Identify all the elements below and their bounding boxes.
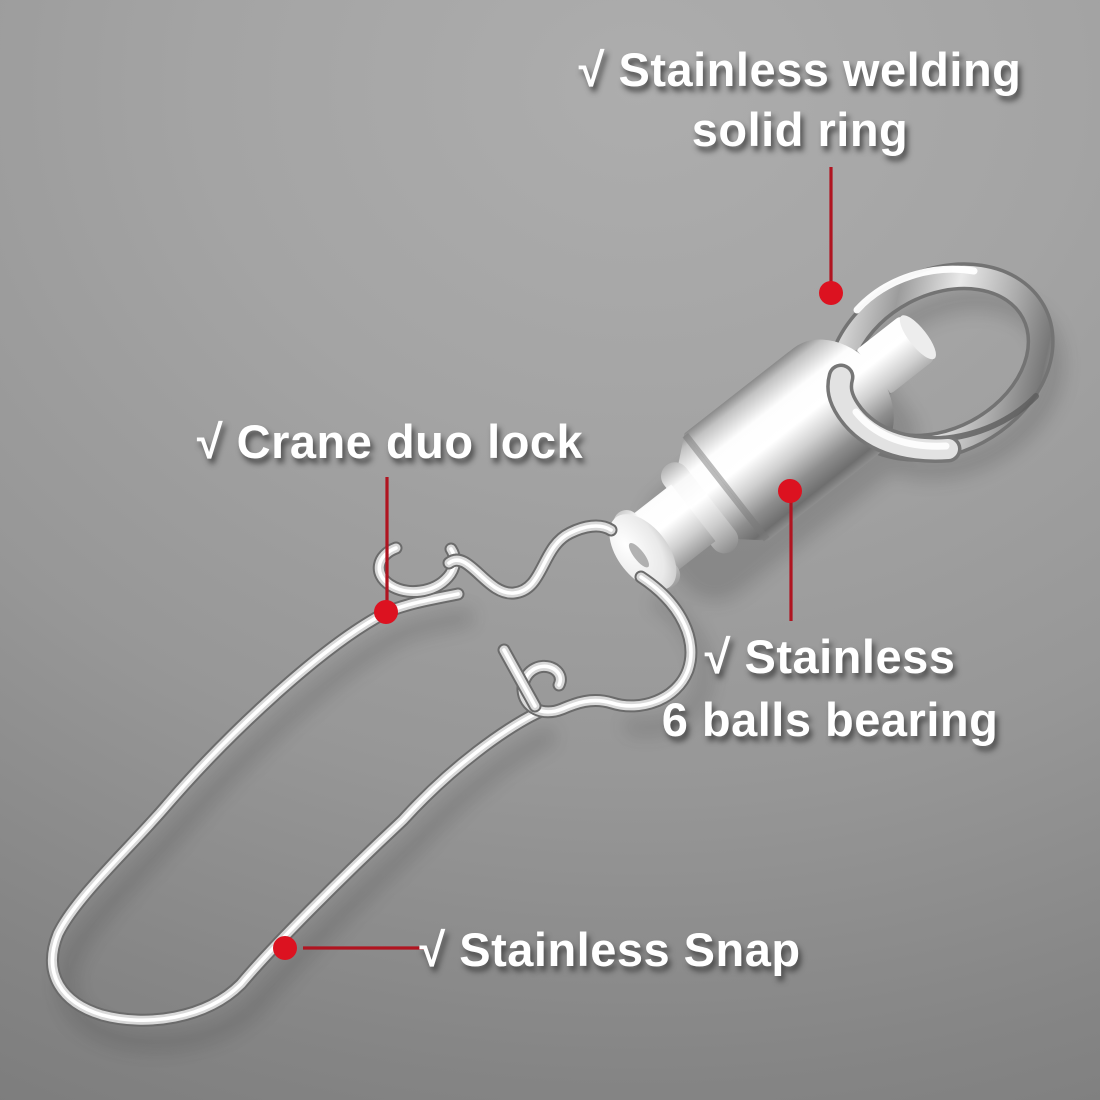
callout-crane-duo-lock-line1: √ Crane duo lock (196, 415, 584, 468)
dot-crane-duo-lock (374, 600, 398, 624)
callout-solid-ring-line1: √ Stainless welding (578, 43, 1022, 96)
snap-wire-graphic (46, 587, 546, 1027)
callout-stainless-snap-line1: √ Stainless Snap (419, 923, 801, 976)
dot-stainless-snap (273, 936, 297, 960)
eye-slot (628, 542, 649, 568)
duo-lock-upper-wave (372, 519, 618, 600)
neck (633, 484, 716, 571)
solid-ring-front-arc (826, 363, 962, 463)
collar (660, 462, 739, 554)
leader-lines (303, 167, 833, 950)
callout-crane-duo-lock: √ Crane duo lock (160, 412, 620, 472)
dot-solid-ring (819, 281, 843, 305)
ring-stub-cap (899, 315, 936, 360)
callout-solid-ring-line2: solid ring (691, 103, 909, 157)
ring-highlight (853, 265, 978, 314)
dot-balls-bearing (778, 479, 802, 503)
duo-lock-lower-arc (497, 570, 698, 719)
callout-stainless-snap: √ Stainless Snap (390, 920, 830, 980)
callout-balls-bearing-line2: 6 balls bearing (661, 692, 999, 746)
callout-dots (273, 281, 843, 960)
callout-balls-bearing: √ Stainless 6 balls bearing (630, 626, 1030, 752)
callout-solid-ring: √ Stainless welding solid ring (540, 40, 1060, 160)
callout-balls-bearing-line1: √ Stainless (704, 630, 956, 683)
